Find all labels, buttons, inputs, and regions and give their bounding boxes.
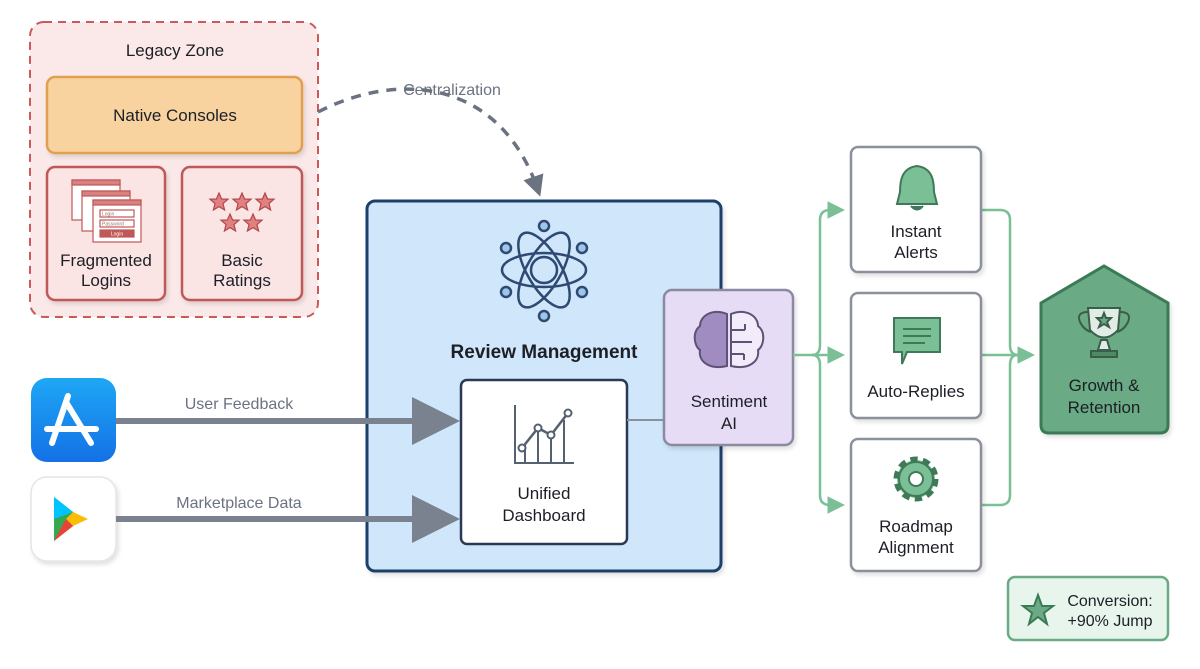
fan-out-connectors <box>793 201 1035 514</box>
line-chart-icon <box>514 405 574 464</box>
roadmap-alignment-box: Roadmap Alignment <box>849 437 983 573</box>
legacy-zone: Legacy Zone Native Consoles Login Passwo… <box>29 21 319 318</box>
star-icon <box>1020 592 1056 627</box>
instant-alerts-line2: Alerts <box>894 243 937 262</box>
fragmented-logins-line1: Fragmented <box>60 251 152 270</box>
sentiment-ai-line1: Sentiment <box>691 392 768 411</box>
user-feedback-label: User Feedback <box>185 396 294 413</box>
native-consoles-box <box>45 75 304 155</box>
marketplace-data-label: Marketplace Data <box>176 495 301 512</box>
app-store-icon <box>31 378 116 462</box>
native-consoles-label: Native Consoles <box>113 106 237 125</box>
unified-dashboard-line1: Unified <box>518 484 571 503</box>
sentiment-ai-line2: AI <box>721 414 737 433</box>
roadmap-alignment-line2: Alignment <box>878 538 954 557</box>
basic-ratings-box: Basic Ratings <box>180 165 304 302</box>
roadmap-alignment-line1: Roadmap <box>879 517 953 536</box>
chat-bubble-icon <box>893 317 941 365</box>
basic-ratings-line2: Ratings <box>213 271 271 290</box>
login-mock-field1-label: Login <box>102 212 114 218</box>
login-windows-icon <box>71 179 142 243</box>
conversion-line1: Conversion: <box>1067 593 1152 610</box>
growth-retention-box: Growth & Retention <box>1039 264 1170 435</box>
bell-icon <box>895 164 939 211</box>
fragmented-logins-box: Login Password Login Fragmented Logins <box>45 165 167 302</box>
growth-line1: Growth & <box>1069 376 1141 395</box>
google-play-icon <box>30 476 117 562</box>
stars-icon <box>208 191 275 232</box>
conversion-badge: Conversion: +90% Jump <box>1006 575 1170 642</box>
conversion-line2: +90% Jump <box>1068 613 1153 630</box>
legacy-zone-title: Legacy Zone <box>126 41 224 60</box>
basic-ratings-line1: Basic <box>221 251 263 270</box>
brain-icon <box>693 310 765 368</box>
sentiment-ai-box: Sentiment AI <box>662 288 795 447</box>
unified-dashboard-line2: Dashboard <box>502 506 585 525</box>
login-mock-field2-label: Password <box>102 222 124 228</box>
centralization-arrow <box>317 87 544 197</box>
trophy-icon <box>1078 307 1130 358</box>
auto-replies-box: Auto-Replies <box>849 291 983 420</box>
instant-alerts-line1: Instant <box>890 222 941 241</box>
centralization-label: Centralization <box>403 82 501 99</box>
growth-line2: Retention <box>1068 398 1141 417</box>
fragmented-logins-line2: Logins <box>81 271 131 290</box>
review-management-title: Review Management <box>451 342 639 363</box>
login-mock-button-label: Login <box>111 232 123 238</box>
auto-replies-label: Auto-Replies <box>867 382 964 401</box>
gear-icon <box>893 456 939 502</box>
atom-icon <box>499 219 589 323</box>
instant-alerts-box: Instant Alerts <box>849 145 983 274</box>
